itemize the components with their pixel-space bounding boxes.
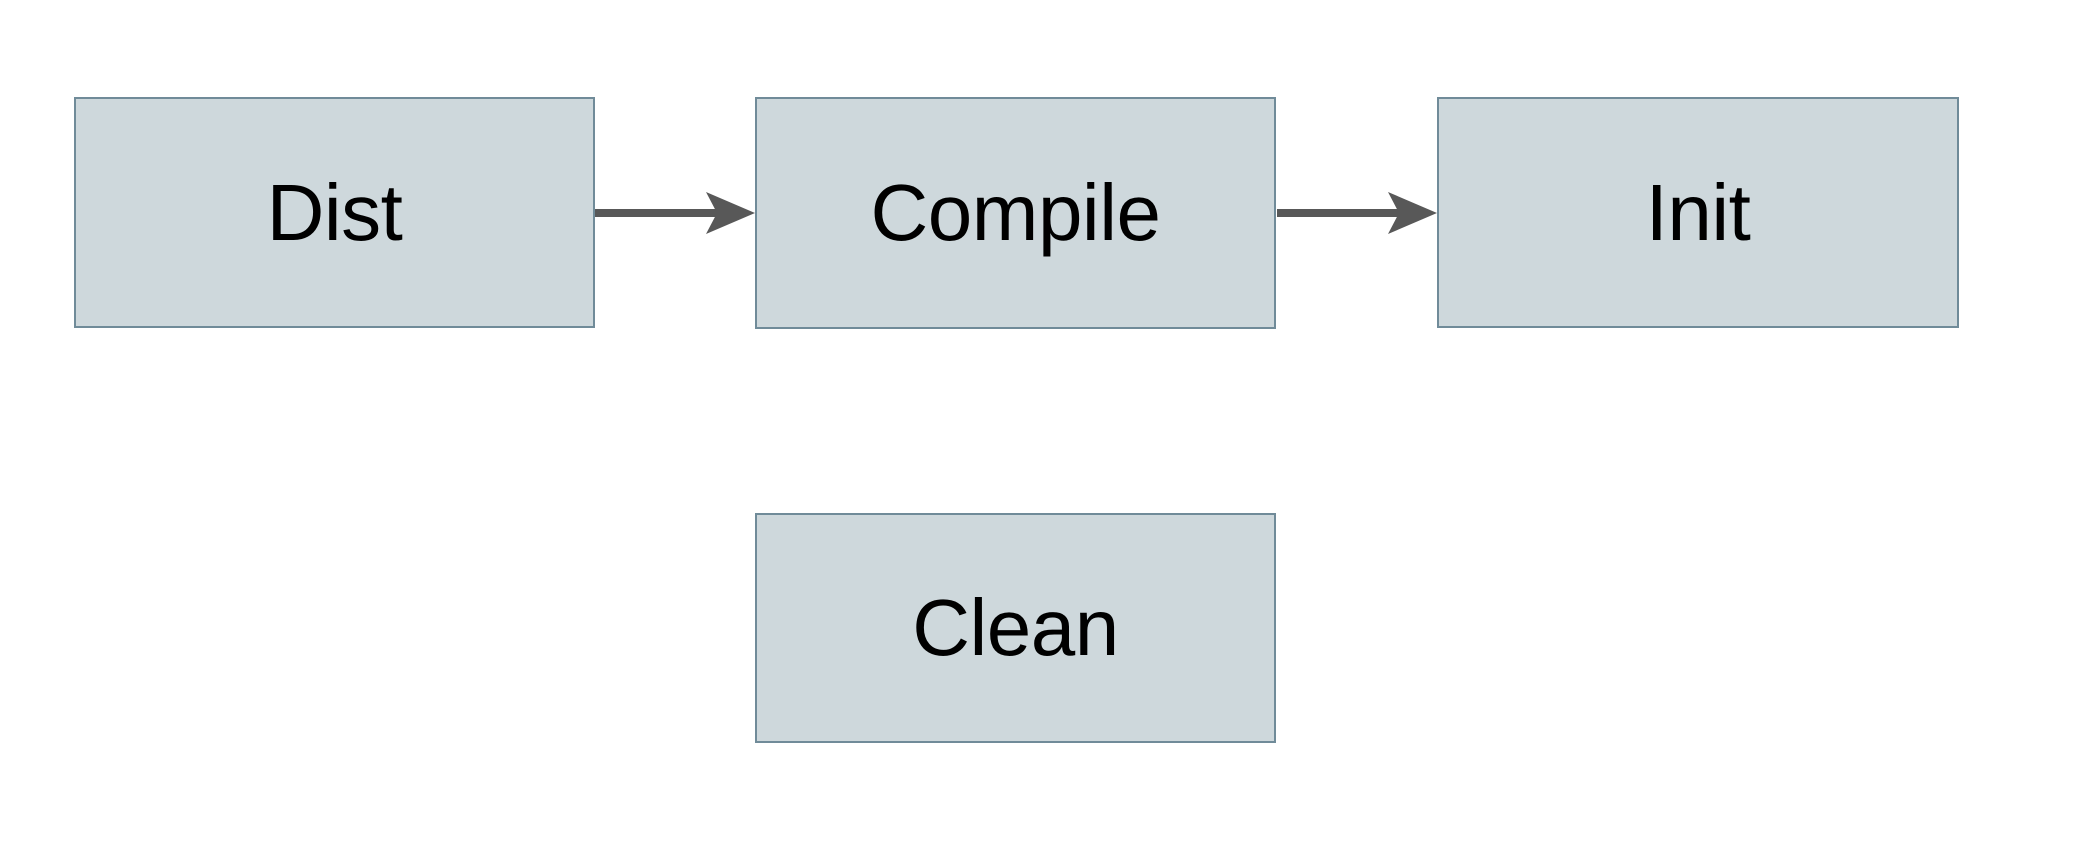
edge-compile-to-init[interactable] <box>1277 192 1437 234</box>
node-clean-label: Clean <box>912 583 1119 672</box>
node-dist-label: Dist <box>266 167 403 257</box>
node-compile[interactable]: Compile <box>755 97 1276 329</box>
edge-compile-to-init-arrowhead <box>1388 192 1437 234</box>
node-init-label: Init <box>1645 167 1751 257</box>
node-dist[interactable]: Dist <box>74 97 595 328</box>
node-compile-label: Compile <box>870 168 1161 257</box>
node-clean[interactable]: Clean <box>755 513 1276 743</box>
node-init[interactable]: Init <box>1437 97 1959 328</box>
edge-dist-to-compile[interactable] <box>595 192 755 234</box>
edge-dist-to-compile-arrowhead <box>706 192 755 234</box>
